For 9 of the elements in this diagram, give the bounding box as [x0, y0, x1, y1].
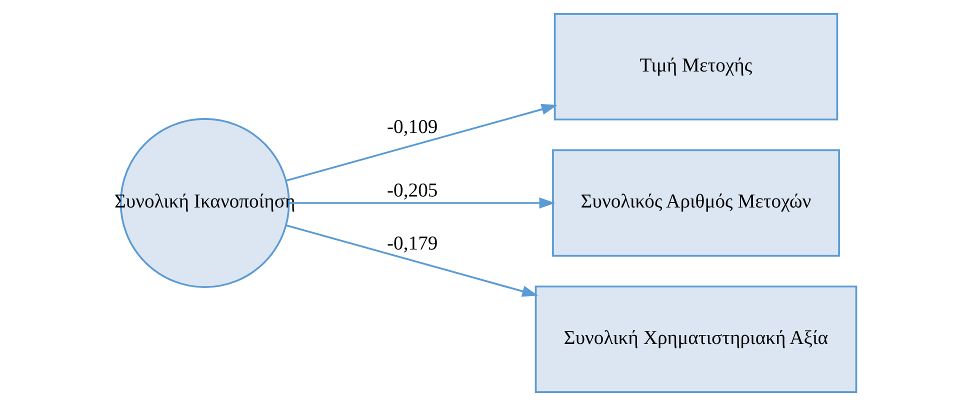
edge-label: -0,179 [387, 232, 438, 254]
node-box: Συνολική Χρηματιστηριακή Αξία [534, 285, 858, 392]
edge-label: -0,205 [387, 179, 438, 202]
node-box: Τιμή Μετοχής [554, 12, 838, 120]
arrow [286, 103, 558, 182]
node-box: Συνολικός Αριθμός Μετοχών [552, 148, 840, 256]
edge-label: -0,109 [387, 115, 438, 138]
arrow [286, 224, 538, 296]
arrow [289, 196, 556, 208]
